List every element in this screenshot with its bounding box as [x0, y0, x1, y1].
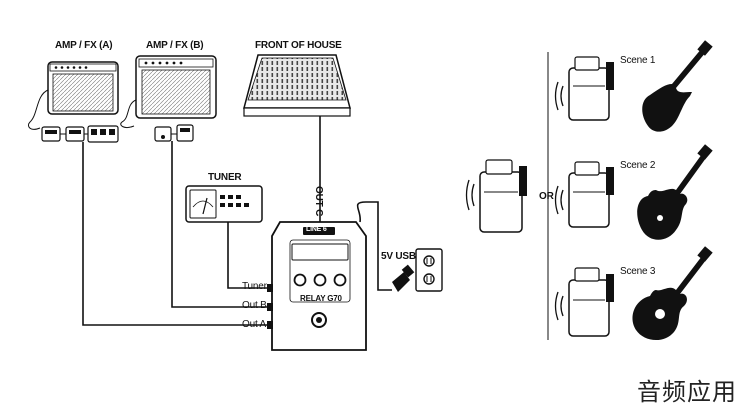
pedal-board-a-icon [41, 125, 119, 143]
scene-1-transmitter-icon [554, 56, 614, 121]
scene-2-transmitter-icon [554, 161, 614, 228]
or-label: OR [539, 191, 554, 202]
amp-a-icon [47, 61, 119, 115]
front-of-house-label: FRONT OF HOUSE [255, 40, 342, 51]
usb-power-adapter-icon [392, 264, 415, 292]
scene-3-label: Scene 3 [620, 266, 656, 277]
pedal-board-b-icon [154, 124, 194, 142]
scene-1-guitar-icon [642, 40, 713, 132]
scene-1-label: Scene 1 [620, 55, 656, 66]
wall-outlet-icon [415, 248, 443, 292]
tuner-label: TUNER [208, 172, 242, 183]
transmitter-icon [465, 159, 527, 233]
mixing-console-icon [243, 54, 351, 117]
scene-2-guitar-icon [637, 144, 713, 240]
device-brand-logo: LINE 6 [306, 226, 327, 233]
amp-b-icon [135, 55, 217, 119]
watermark: 音频应用 [637, 378, 737, 406]
out-c-label: OUT C [313, 186, 324, 217]
scene-3-guitar-icon [632, 246, 713, 341]
cables [82, 116, 392, 326]
scene-2-label: Scene 2 [620, 160, 656, 171]
port-out-b-label: Out B [242, 300, 267, 311]
amp-a-label: AMP / FX (A) [55, 40, 113, 51]
amp-b-label: AMP / FX (B) [146, 40, 204, 51]
device-model-label: RELAY G70 [300, 294, 342, 303]
port-tuner-label: Tuner [242, 281, 267, 292]
port-out-a-label: Out A [242, 319, 267, 330]
scene-3-transmitter-icon [554, 267, 614, 337]
tuner-icon [185, 185, 263, 223]
usb-label: 5V USB [381, 251, 416, 262]
relay-g70-receiver-icon [271, 221, 367, 351]
